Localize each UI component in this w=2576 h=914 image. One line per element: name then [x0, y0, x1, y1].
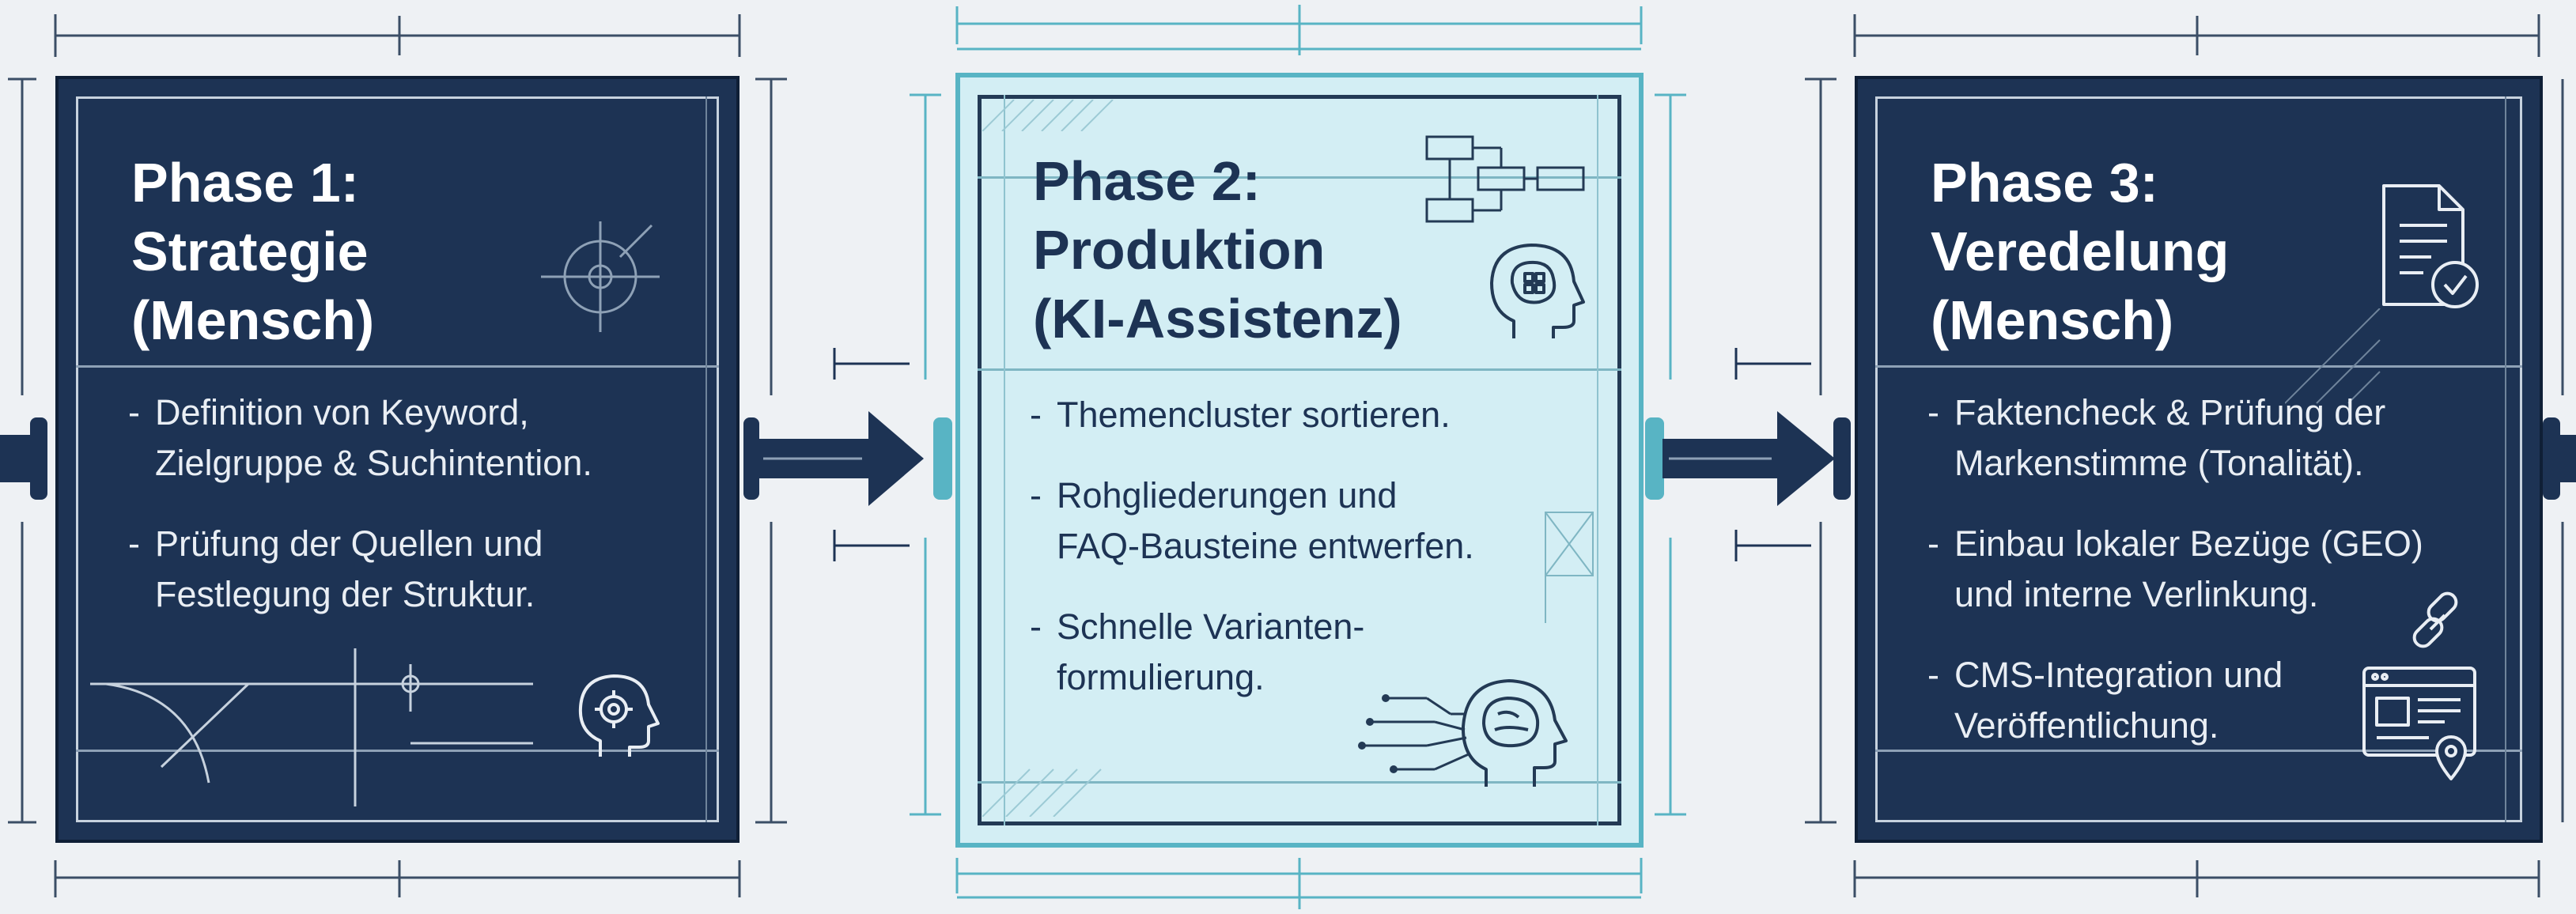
bullet-line: Schnelle Varianten- — [1057, 606, 1365, 647]
circuit-brain-head-icon — [1358, 679, 1568, 787]
divider-line — [978, 176, 1621, 179]
bullet-item: - Prüfung der Quellen und Festlegung der… — [128, 519, 592, 620]
grid-line — [2505, 96, 2506, 822]
title-line: Phase 1: — [131, 152, 359, 213]
title-line: Strategie — [131, 221, 369, 282]
title-line: (Mensch) — [1931, 289, 2174, 351]
bullet-line: Veröffentlichung. — [1954, 705, 2219, 746]
connector-1-2 — [0, 348, 952, 561]
dimension-lines-phase-2 — [910, 5, 1686, 909]
phase-1-bullets: - Definition von Keyword, Zielgruppe & S… — [128, 387, 592, 650]
bullet-dash: - — [1927, 392, 1939, 432]
title-line: Veredelung — [1931, 221, 2230, 282]
bullet-line: formulierung. — [1057, 657, 1265, 697]
bullet-text: Prüfung der Quellen und Festlegung der S… — [155, 519, 543, 620]
bullet-item: - Rohgliederungen und FAQ-Bausteine entw… — [1030, 470, 1474, 572]
bullet-text: CMS-Integration und Veröffentlichung. — [1954, 650, 2283, 751]
divider-line — [1875, 365, 2522, 368]
brain-chip-head-icon — [1490, 244, 1585, 338]
divider-line — [76, 365, 719, 368]
bullet-text: Faktencheck & Prüfung der Markenstimme (… — [1954, 387, 2385, 489]
dimension-lines-phase-3 — [1805, 14, 2564, 897]
bullet-text: Themencluster sortieren. — [1057, 390, 1451, 440]
grid-line — [1004, 95, 1005, 825]
bullet-line: Faktencheck & Prüfung der — [1954, 392, 2386, 432]
hatch-pattern — [982, 769, 1102, 817]
bullet-item: - Einbau lokaler Bezüge (GEO) und intern… — [1927, 519, 2423, 620]
title-line: (KI-Assistenz) — [1033, 288, 1402, 349]
bullet-dash: - — [1030, 475, 1042, 516]
document-check-icon — [2382, 184, 2479, 308]
bullet-line: Prüfung der Quellen und — [155, 523, 543, 564]
bullet-line: Markenstimme (Tonalität). — [1954, 443, 2364, 483]
phase-2-card: Phase 2: Produktion (KI-Assistenz) - The… — [955, 73, 1644, 848]
bullet-item: - CMS-Integration und Veröffentlichung. — [1927, 650, 2423, 751]
divider-line — [978, 368, 1621, 371]
phase-3-card: Phase 3: Veredelung (Mensch) - Faktenche… — [1855, 76, 2543, 843]
bullet-dash: - — [1030, 606, 1042, 647]
bullet-dash: - — [1030, 395, 1042, 435]
bullet-text: Definition von Keyword, Zielgruppe & Suc… — [155, 387, 592, 489]
compass-target-icon — [541, 221, 660, 332]
bullet-item: - Themencluster sortieren. — [1030, 390, 1474, 440]
dimension-lines-phase-1 — [8, 14, 787, 897]
bullet-dash: - — [1927, 655, 1939, 695]
grid-line — [1597, 95, 1598, 825]
corner-sketch — [2285, 308, 2381, 404]
bullet-line: FAQ-Bausteine entwerfen. — [1057, 526, 1474, 566]
bullet-line: Festlegung der Struktur. — [155, 574, 535, 614]
bullet-dash: - — [128, 523, 140, 564]
measure-arc-icon — [90, 648, 533, 806]
bullet-dash: - — [1927, 523, 1939, 564]
flowchart-icon — [1425, 135, 1585, 223]
phase-1-card: Phase 1: Strategie (Mensch) - Definition… — [55, 76, 740, 843]
phase-1-title: Phase 1: Strategie (Mensch) — [131, 149, 374, 355]
phase-3-bullets: - Faktencheck & Prüfung der Markenstimme… — [1927, 387, 2423, 781]
bullet-text: Schnelle Varianten- formulierung. — [1057, 602, 1364, 703]
bullet-line: und interne Verlinkung. — [1954, 574, 2319, 614]
divider-line — [1875, 750, 2522, 752]
bullet-item: - Faktencheck & Prüfung der Markenstimme… — [1927, 387, 2423, 489]
crate-sketch — [1545, 512, 1594, 623]
grid-line — [705, 96, 707, 822]
bullet-dash: - — [128, 392, 140, 432]
title-line: Produktion — [1033, 219, 1326, 281]
divider-line — [978, 781, 1621, 784]
divider-line — [76, 750, 719, 752]
bullet-line: CMS-Integration und — [1954, 655, 2283, 695]
bullet-line: Themencluster sortieren. — [1057, 395, 1451, 435]
brain-gear-head-icon — [578, 674, 660, 757]
bullet-line: Definition von Keyword, — [155, 392, 529, 432]
bullet-item: - Definition von Keyword, Zielgruppe & S… — [128, 387, 592, 489]
bullet-line: Zielgruppe & Suchintention. — [155, 443, 592, 483]
phase-3-title: Phase 3: Veredelung (Mensch) — [1931, 149, 2229, 355]
title-line: (Mensch) — [131, 289, 375, 351]
bullet-text: Einbau lokaler Bezüge (GEO) und interne … — [1954, 519, 2423, 620]
title-line: Phase 2: — [1033, 150, 1261, 212]
bullet-line: Einbau lokaler Bezüge (GEO) — [1954, 523, 2423, 564]
browser-location-icon — [2362, 667, 2476, 780]
phase-2-bullets: - Themencluster sortieren. - Rohgliederu… — [1030, 390, 1474, 733]
bullet-item: - Schnelle Varianten- formulierung. — [1030, 602, 1474, 703]
hatch-pattern — [982, 100, 1114, 131]
phase-2-title: Phase 2: Produktion (KI-Assistenz) — [1033, 147, 1402, 353]
title-line: Phase 3: — [1931, 152, 2158, 213]
bullet-line: Rohgliederungen und — [1057, 475, 1398, 516]
bullet-text: Rohgliederungen und FAQ-Bausteine entwer… — [1057, 470, 1474, 572]
link-chain-icon — [2412, 591, 2458, 648]
connector-2-3 — [1645, 348, 2576, 561]
